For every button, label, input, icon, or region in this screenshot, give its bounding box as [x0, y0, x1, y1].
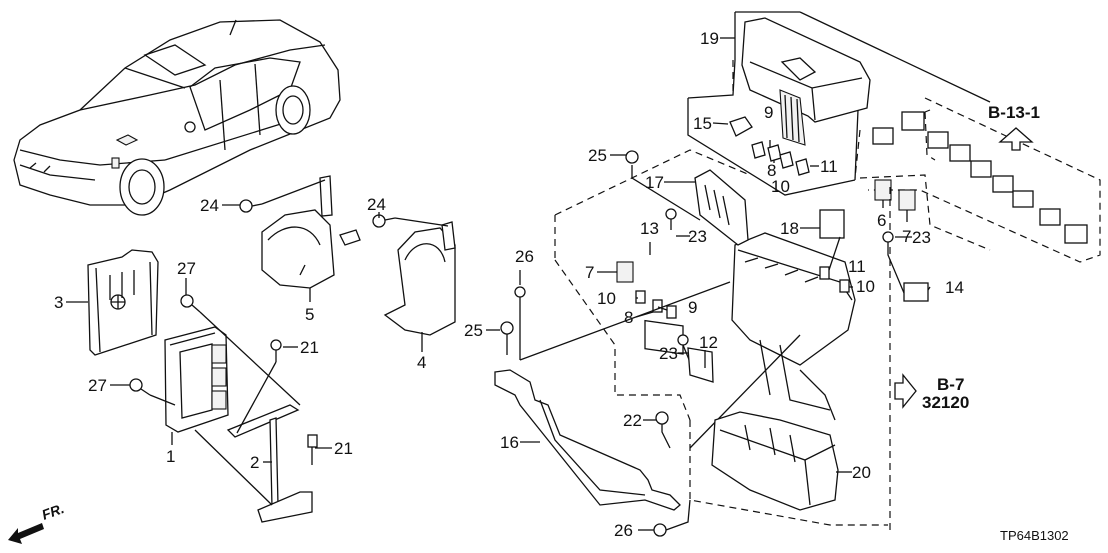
callout-8b: 8: [624, 308, 633, 327]
ecu-bracket-part-2: [226, 404, 313, 523]
callout-4: 4: [417, 353, 426, 372]
callout-21a: 21: [300, 338, 319, 357]
callout-13: 13: [640, 219, 659, 238]
callout-15: 15: [693, 114, 712, 133]
callout-10c: 10: [856, 277, 875, 296]
bracket-part-16: [494, 369, 681, 511]
callout-12: 12: [699, 333, 718, 352]
callout-22: 22: [623, 411, 642, 430]
callout-8a: 8: [767, 161, 776, 180]
front-label: FR.: [40, 500, 67, 523]
lower-cover-part-20: [711, 411, 839, 511]
callout-leaders: [66, 37, 931, 531]
reference-b7-sublabel[interactable]: 32120: [922, 393, 969, 412]
junction-block-part-17: [694, 169, 749, 246]
front-arrow-icon: [8, 523, 44, 544]
callout-23b: 23: [912, 228, 931, 247]
callout-26b: 26: [614, 521, 633, 540]
callout-6: 6: [877, 211, 886, 230]
callout-9b: 9: [688, 298, 697, 317]
callout-2: 2: [250, 453, 259, 472]
callout-20: 20: [852, 463, 871, 482]
horn-high-part-4: [383, 217, 456, 336]
callout-21b: 21: [334, 439, 353, 458]
callout-23c: 23: [659, 344, 678, 363]
callout-1: 1: [166, 447, 175, 466]
callout-7a: 7: [902, 227, 911, 246]
callout-27b: 27: [88, 376, 107, 395]
fasteners-left: [129, 199, 396, 465]
callout-5: 5: [305, 305, 314, 324]
ecu-cover-part-3: [87, 249, 159, 356]
fuses-mid: [635, 266, 850, 319]
horn-low-part-5: [261, 175, 361, 289]
fuses-top: [729, 116, 810, 176]
callout-19: 19: [700, 29, 719, 48]
arrow-up-icon: [998, 127, 1034, 151]
callout-10a: 10: [771, 177, 790, 196]
callout-11a: 11: [820, 157, 838, 176]
callout-24b: 24: [367, 195, 386, 214]
callout-25b: 25: [464, 321, 483, 340]
reference-b7-label[interactable]: B-7: [937, 375, 964, 394]
callout-23a: 23: [688, 227, 707, 246]
callout-9a: 9: [764, 103, 773, 122]
ecu-part-1: [164, 326, 229, 433]
arrow-right-icon: [894, 373, 917, 409]
callout-14: 14: [945, 278, 964, 297]
callout-26a: 26: [515, 247, 534, 266]
callout-10b: 10: [597, 289, 616, 308]
callout-3: 3: [54, 293, 63, 312]
callout-7b: 7: [585, 263, 594, 282]
diagram-code: TP64B1302: [1000, 528, 1069, 543]
fuse-box-cover-part-19: [741, 17, 871, 146]
callout-24a: 24: [200, 196, 219, 215]
relay-group: [854, 97, 1101, 263]
callout-11b: 11: [848, 257, 866, 276]
relay-dashed-box-6-7: [819, 174, 991, 251]
callout-labels: 1 2 3 4 5 6 7 7 8 8 9 9 10 10 10 11 11 1…: [54, 29, 964, 540]
callout-25a: 25: [588, 146, 607, 165]
callout-16: 16: [500, 433, 519, 452]
vehicle-illustration: [13, 19, 341, 216]
callout-27a: 27: [177, 259, 196, 278]
reference-b13-label[interactable]: B-13-1: [988, 103, 1040, 122]
under-hood-fuse-box: [731, 232, 856, 421]
callout-17: 17: [645, 173, 664, 192]
callout-18: 18: [780, 219, 799, 238]
